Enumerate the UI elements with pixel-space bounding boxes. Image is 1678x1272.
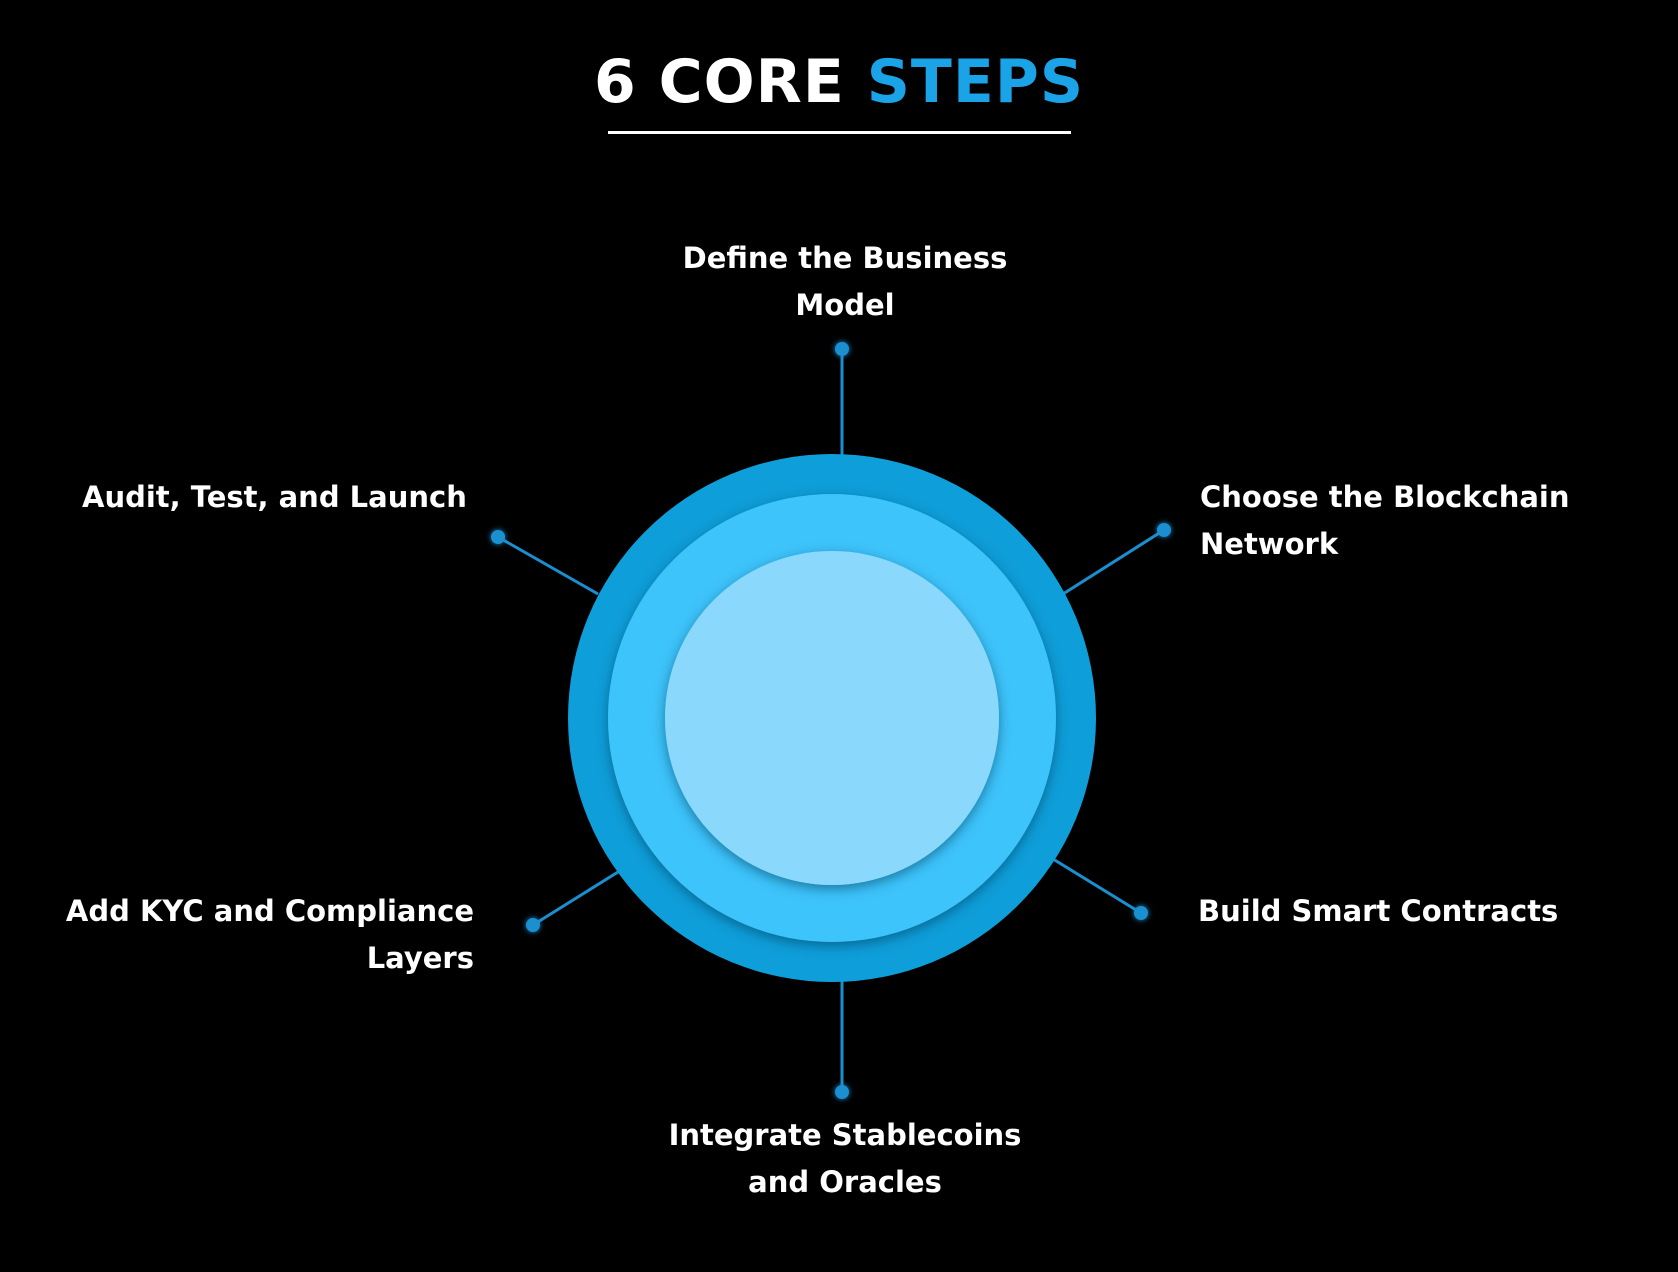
node-step-1 [835,342,849,356]
nodes [491,342,1171,1099]
step-label-4: Integrate Stablecoins and Oracles [668,1118,1022,1199]
node-step-2 [1157,523,1171,537]
connector-step-5 [532,870,619,927]
title-underline [608,131,1071,134]
step-label-5: Add KYC and Compliance Layers [65,894,474,975]
title-main: 6 CORE [593,47,867,117]
node-step-3 [1134,906,1148,920]
inner-circle [665,551,999,885]
connector-step-3 [1052,857,1142,915]
step-label-6: Audit, Test, and Launch [82,480,467,514]
step-label-1: Define the Business Model [682,241,1008,322]
step-label-2: Choose the Blockchain Network [1200,480,1570,561]
step-label-3: Build Smart Contracts [1198,894,1559,928]
connectors [497,349,1165,1092]
node-step-4 [835,1085,849,1099]
connector-step-6 [497,535,599,596]
node-step-6 [491,530,505,544]
page-title: 6 CORE STEPS [0,42,1678,122]
connector-step-2 [1062,528,1165,596]
title-accent: STEPS [866,47,1085,117]
node-step-5 [526,918,540,932]
core-circles [568,454,1096,982]
